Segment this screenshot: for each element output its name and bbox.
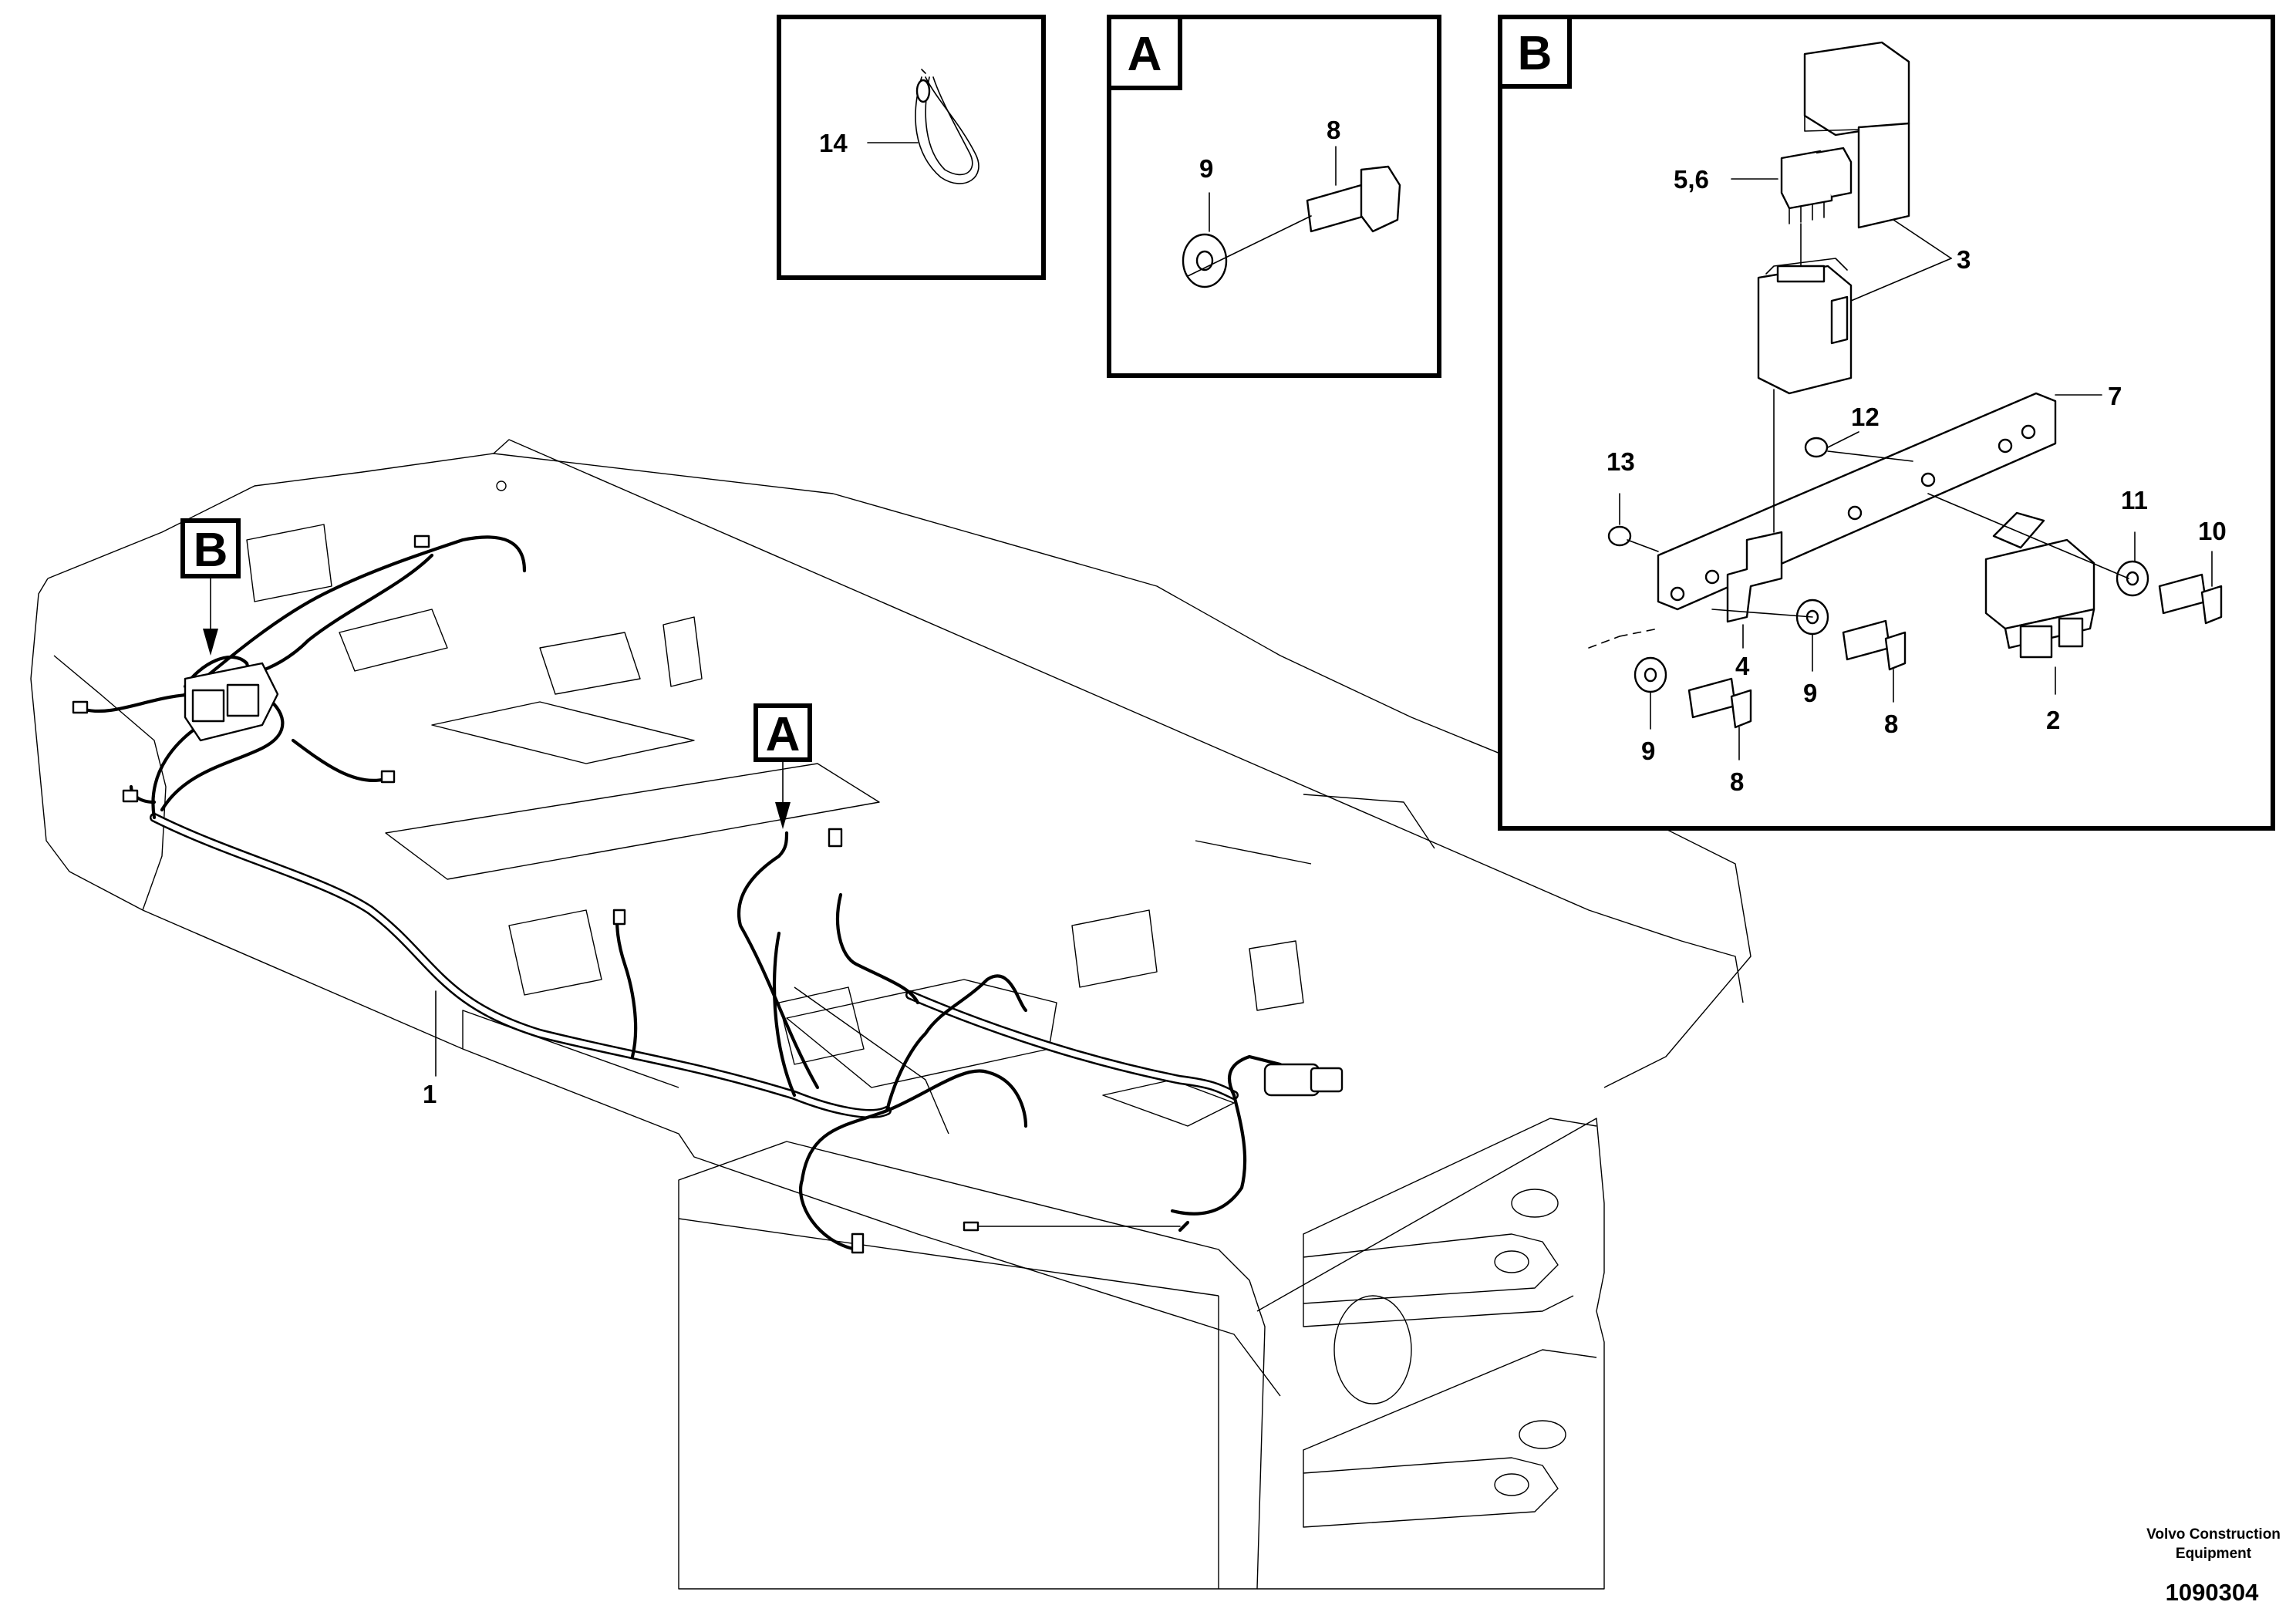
callout-view-b-bracket: 7	[2108, 382, 2122, 410]
callout-view-b-bolt-low: 8	[1730, 767, 1744, 796]
figure-number: 1090304	[2166, 1579, 2259, 1606]
detail-tag-b-label: B	[194, 524, 228, 577]
callout-view-a-washer: 9	[1199, 154, 1213, 183]
callout-harness: 1	[423, 990, 437, 1108]
company-line-2: Equipment	[2176, 1546, 2252, 1562]
callout-view-a-bolt: 8	[1327, 116, 1340, 144]
harness-connectors	[72, 534, 1344, 1254]
company-line-1: Volvo Construction	[2146, 1526, 2281, 1543]
detail-tag-a: A	[754, 703, 812, 829]
callout-view-b-washer-right: 11	[2121, 486, 2148, 514]
callout-view-b-bolt-mid: 8	[1884, 710, 1898, 738]
detail-tag-b: B	[180, 518, 241, 656]
callout-view-b-nut-left: 13	[1607, 447, 1635, 476]
callout-view-b-washer-low: 9	[1641, 737, 1655, 765]
footer: Volvo Construction Equipment 1090304	[2146, 1526, 2281, 1606]
detail-box-b-tag: B	[1518, 27, 1553, 80]
detail-box-a-tag: A	[1128, 28, 1162, 81]
detail-tag-a-label: A	[766, 708, 801, 761]
callout-view-b-plate: 4	[1735, 652, 1750, 680]
callout-strap-label: 14	[819, 129, 848, 157]
callout-view-b-bolt-right: 10	[2198, 517, 2227, 545]
callout-view-b-relay-pair: 5,6	[1674, 165, 1709, 194]
detail-box-a: A 9 8	[1107, 15, 1441, 378]
detail-box-strap: 14	[777, 15, 1046, 280]
callout-view-b-washer-mid: 9	[1803, 679, 1817, 707]
callout-view-b-nut: 12	[1851, 403, 1880, 431]
wiring-harness	[83, 535, 1283, 1252]
callout-harness-label: 1	[423, 1080, 437, 1108]
callout-view-b-relay: 2	[2046, 706, 2060, 734]
chassis-frame	[30, 439, 1752, 1590]
callout-view-b-holder: 3	[1957, 245, 1971, 274]
detail-box-b: B 5,6 3 7 4	[1498, 15, 2275, 831]
